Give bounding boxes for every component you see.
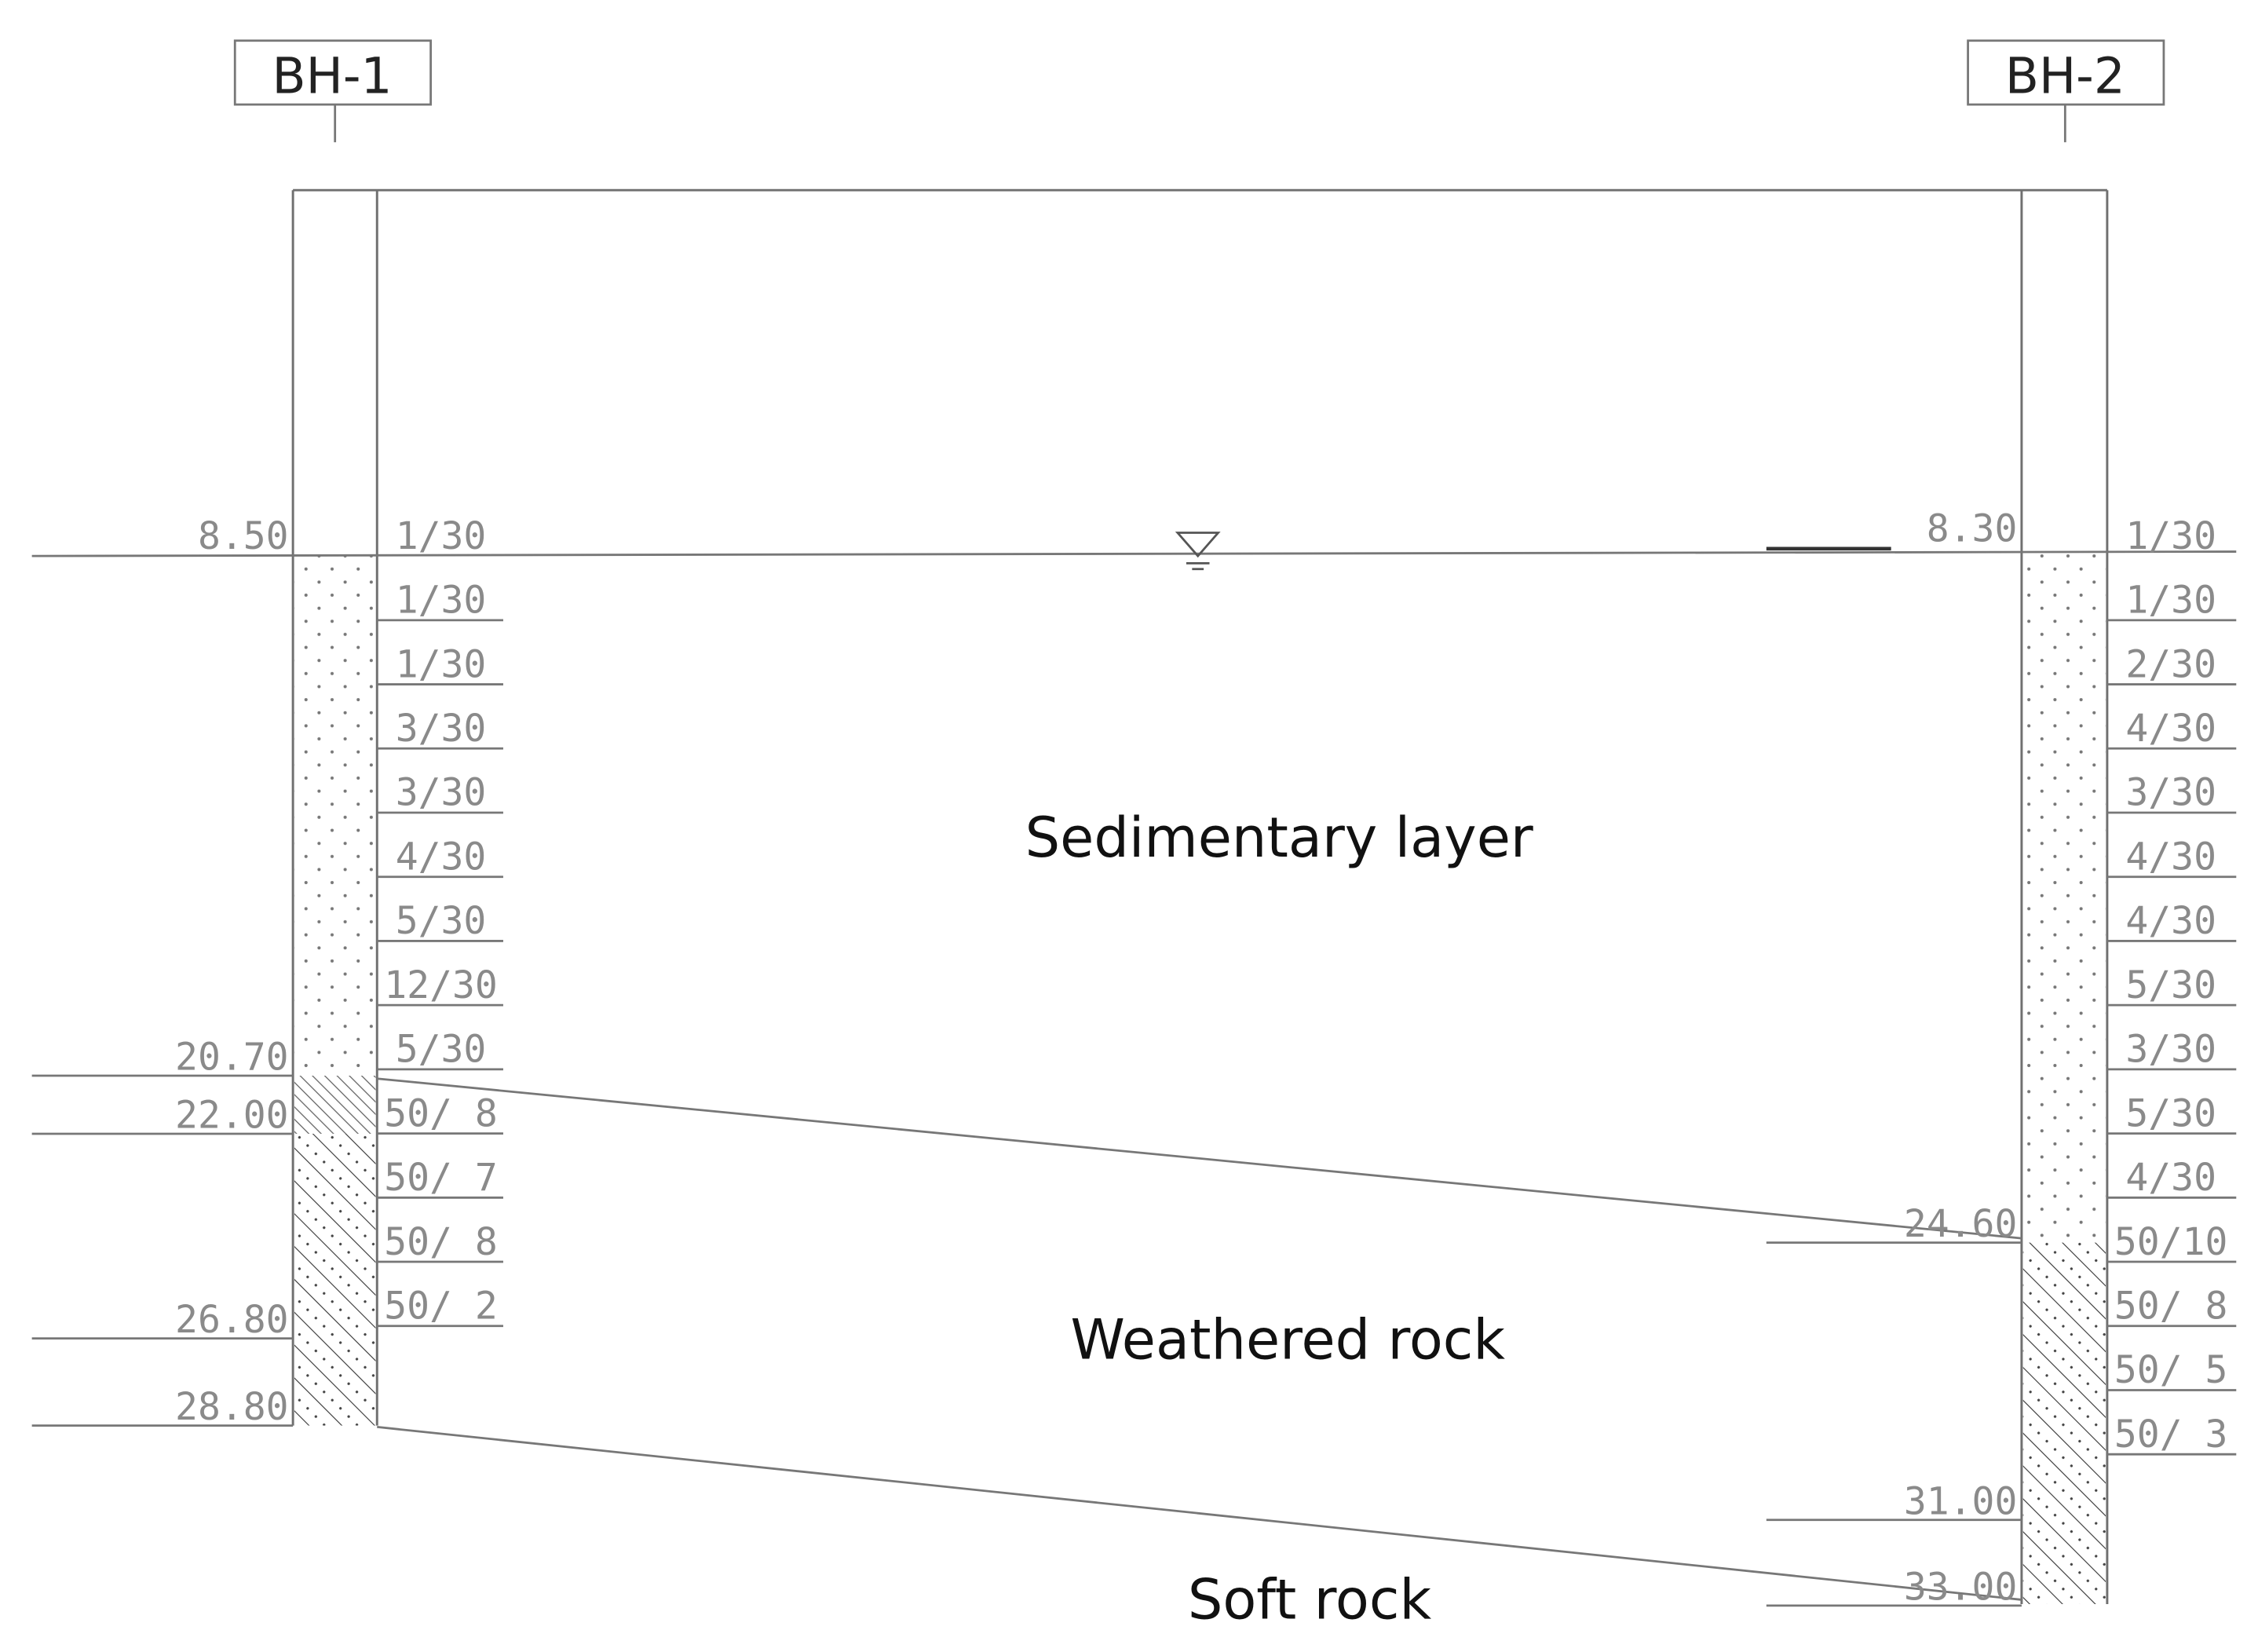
layer-label-soft: Soft rock [1188,1567,1432,1632]
bh-2-column [2022,551,2106,1604]
borehole-tag-bh-1: BH-1 [233,39,432,143]
spt-value: 5/30 [396,899,487,943]
spt-value: 5/30 [2125,963,2216,1007]
spt-row: 4/30 [2106,835,2237,879]
spt-row: 2/30 [2106,642,2237,686]
spt-row: 50/ 8 [2106,1284,2237,1329]
spt-value: 3/30 [2125,771,2216,815]
spt-row: 3/30 [377,707,503,751]
spt-row: 50/ 8 [377,1091,503,1135]
spt-value: 5/30 [396,1028,487,1072]
spt-row: 50/ 7 [377,1156,503,1200]
spt-value: 4/30 [2125,899,2216,943]
spt-row: 50/ 3 [2106,1413,2237,1456]
spt-value: 1/30 [396,514,487,558]
layer-label-weathered: Weathered rock [1071,1308,1506,1372]
weathered-soft-boundary [377,1426,2022,1601]
spt-row: 5/30 [2106,963,2237,1007]
bh-1-dense-fill [294,1076,376,1134]
spt-value: 12/30 [384,963,498,1007]
bh-1-sediment-fill [294,556,376,1076]
bh-1-column [294,556,376,1426]
bh-1-ground-level: 8.50 [198,514,289,558]
spt-value: 50/ 5 [2114,1348,2228,1392]
borehole-tag-bh-2: BH-2 [1967,39,2165,143]
layer-label-sedimentary: Sedimentary layer [1025,806,1533,870]
spt-value: 3/30 [396,707,487,751]
bh-1-depth-4: 28.80 [175,1385,289,1429]
bh-1-label: BH-1 [272,47,393,104]
spt-row: 50/ 8 [377,1220,503,1264]
spt-value: 1/30 [2125,579,2216,623]
bh-1-depth-3: 26.80 [175,1298,289,1342]
bh-2-depth-3: 33.00 [1904,1565,2018,1609]
spt-row: 1/30 [377,642,503,686]
spt-row: 3/30 [377,771,503,815]
spt-value: 50/ 2 [384,1284,498,1328]
spt-row: 3/30 [2106,771,2237,815]
spt-row: 1/30 [377,579,503,623]
spt-row: 1/30 [396,514,487,558]
spt-value: 4/30 [2125,707,2216,751]
spt-value: 4/30 [2125,1156,2216,1200]
spt-value: 4/30 [396,835,487,879]
spt-value: 1/30 [396,579,487,623]
spt-row: 50/ 2 [377,1284,503,1329]
bh-2-sediment-fill [2022,551,2106,1243]
depth-lines [31,546,2022,1607]
spt-row: 5/30 [377,899,503,943]
spt-value: 4/30 [2125,835,2216,879]
ground-line [31,550,2237,557]
spt-row: 4/30 [2106,1156,2237,1200]
spt-row: 1/30 [2125,514,2216,558]
spt-value: 50/ 3 [2114,1413,2228,1456]
spt-row: 4/30 [2106,707,2237,751]
spt-value: 50/ 8 [384,1091,498,1135]
bh-1-spt-values: 1/30 1/30 1/30 3/30 3/30 4/30 5/30 12/30 5/30 50/… [377,514,503,1329]
depth-labels: 8.50 20.70 22.00 26.80 28.80 8.30 24.60 … [175,507,2017,1610]
spt-row: 4/30 [377,835,503,879]
sediment-weathered-boundary [377,1077,2022,1240]
spt-value: 3/30 [2125,1028,2216,1072]
bh-1-depth-2: 22.00 [175,1094,289,1138]
spt-value: 50/ 7 [384,1156,498,1200]
spt-row: 50/ 5 [2106,1348,2237,1392]
spt-row: 5/30 [2106,1091,2237,1135]
bh-2-spt-values: 1/30 1/30 2/30 4/30 3/30 4/30 4/30 5/30 3/30 5/30… [2106,514,2237,1456]
spt-row: 3/30 [2106,1028,2237,1072]
bh-2-depth-2: 31.00 [1904,1479,2018,1523]
spt-value: 50/ 8 [2114,1284,2228,1328]
bh-1-depth-1: 20.70 [175,1036,289,1080]
spt-value: 50/10 [2114,1220,2228,1264]
spt-value: 1/30 [2125,514,2216,558]
spt-row: 1/30 [2106,579,2237,623]
spt-value: 5/30 [2125,1091,2216,1135]
bh-2-label: BH-2 [2005,47,2125,104]
spt-row: 4/30 [2106,899,2237,943]
water-table-icon [1175,532,1221,571]
bh-2-ground-level: 8.30 [1927,507,2018,551]
spt-value: 50/ 8 [384,1220,498,1264]
spt-value: 1/30 [396,642,487,686]
section-frame [291,188,2109,1604]
spt-value: 3/30 [396,771,487,815]
spt-row: 50/10 [2106,1220,2237,1264]
spt-value: 2/30 [2125,642,2216,686]
spt-row: 12/30 [377,963,503,1007]
bh-1-weathered-fill [294,1133,376,1426]
spt-row: 5/30 [377,1028,503,1072]
bh-2-weathered-fill [2022,1242,2106,1604]
bh-2-depth-1: 24.60 [1904,1202,2018,1246]
layer-boundaries [31,550,2237,1601]
